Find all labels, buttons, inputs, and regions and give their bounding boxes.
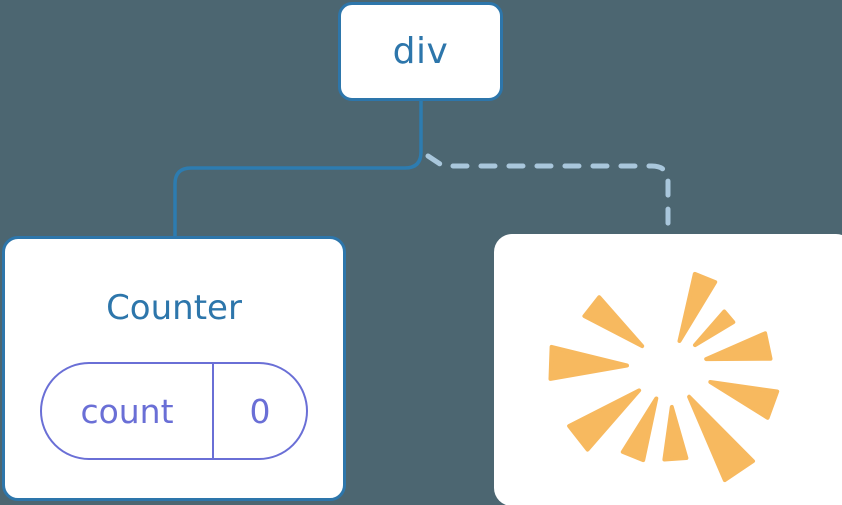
burst-ray-0 bbox=[677, 271, 718, 343]
node-counter-label: Counter bbox=[106, 288, 242, 328]
state-pill-count[interactable]: count 0 bbox=[40, 362, 308, 460]
burst-ray-4 bbox=[687, 394, 755, 483]
edge-div-to-counter bbox=[173, 99, 423, 238]
node-burst[interactable] bbox=[494, 234, 842, 505]
burst-ray-1 bbox=[693, 309, 736, 348]
node-div-label: div bbox=[392, 30, 449, 72]
burst-ray-9 bbox=[582, 295, 645, 349]
node-counter[interactable]: Counter count 0 bbox=[2, 236, 346, 501]
burst-ray-5 bbox=[662, 404, 689, 462]
burst-icon bbox=[548, 271, 780, 483]
state-pill-key: count bbox=[80, 391, 174, 431]
burst-ray-8 bbox=[548, 344, 629, 381]
state-pill-value: 0 bbox=[212, 364, 306, 458]
edge-div-to-burst bbox=[425, 153, 671, 237]
burst-ray-6 bbox=[620, 396, 659, 463]
burst-ray-2 bbox=[704, 331, 773, 362]
burst-ray-7 bbox=[567, 388, 642, 452]
burst-ray-3 bbox=[708, 380, 780, 420]
node-div[interactable]: div bbox=[338, 2, 503, 101]
